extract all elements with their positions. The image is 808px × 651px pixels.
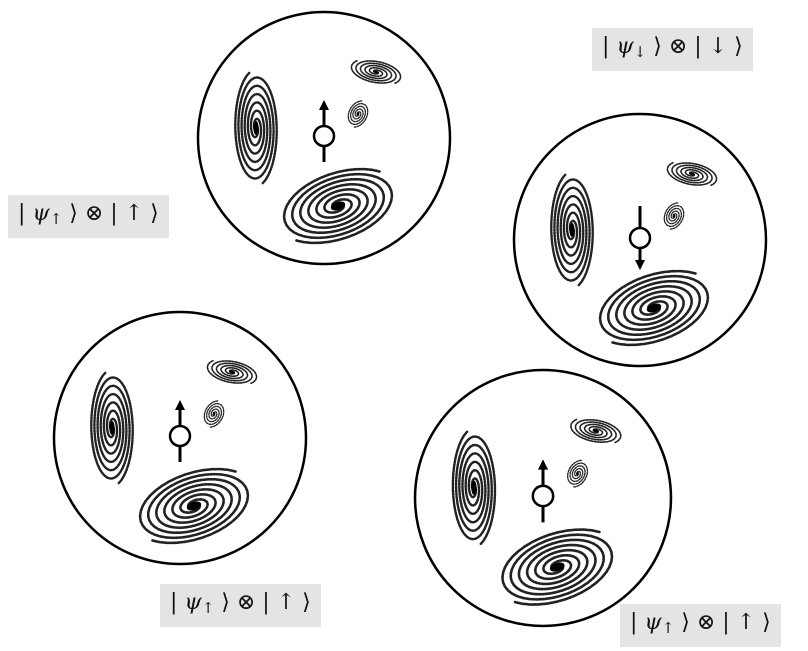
universe-top: [196, 10, 452, 266]
state-label-4: | ψ↑ ⟩ ⊗ | ↑ ⟩: [620, 604, 781, 647]
universe-circle: [52, 310, 308, 566]
universe-right: [512, 112, 768, 368]
universe-left: [52, 310, 308, 566]
state-label-3: | ψ↑ ⟩ ⊗ | ↑ ⟩: [160, 584, 321, 627]
universe-circle: [512, 112, 768, 368]
state-label-1: | ψ↑ ⟩ ⊗ | ↑ ⟩: [8, 195, 169, 238]
universe-circle: [196, 10, 452, 266]
universe-circle: [413, 368, 673, 628]
state-label-2: | ψ↓ ⟩ ⊗ | ↓ ⟩: [592, 28, 753, 71]
universe-bottom-right: [413, 368, 673, 628]
